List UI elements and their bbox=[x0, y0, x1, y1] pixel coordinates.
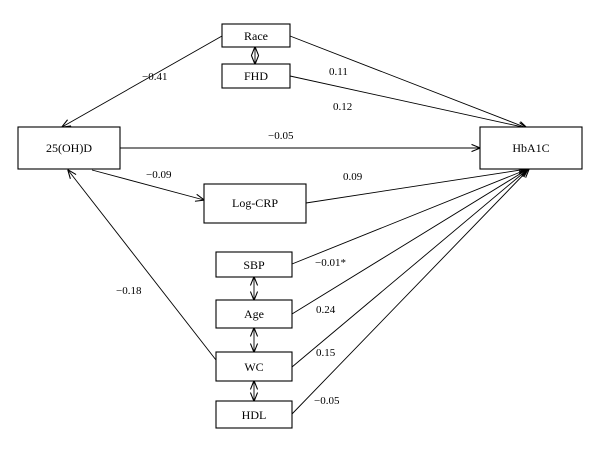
path-age-to-hba1c bbox=[291, 169, 528, 315]
node-vitd-label: 25(OH)D bbox=[46, 141, 92, 155]
coef-hdl-hba1c: −0.05 bbox=[314, 395, 340, 407]
coef-sbp-hba1c: −0.01* bbox=[315, 257, 346, 269]
coef-wc-vitd: −0.18 bbox=[116, 285, 142, 297]
node-wc: WC bbox=[215, 351, 293, 382]
path-race-to-vitd bbox=[62, 35, 223, 127]
path-wc-to-hba1c bbox=[291, 169, 528, 368]
coef-vitd-hba1c: −0.05 bbox=[268, 130, 294, 142]
node-hdl-label: HDL bbox=[242, 408, 267, 422]
path-race-to-hba1c bbox=[289, 35, 527, 128]
path-wc-to-vitd bbox=[68, 170, 217, 361]
coef-wc-hba1c: 0.15 bbox=[316, 347, 336, 359]
coef-vitd-logcrp: −0.09 bbox=[146, 169, 172, 181]
node-age-label: Age bbox=[244, 307, 264, 321]
node-logcrp-label: Log-CRP bbox=[232, 196, 278, 210]
path-vitd-to-logcrp bbox=[91, 169, 204, 200]
node-sbp-label: SBP bbox=[243, 258, 265, 272]
node-race: Race bbox=[221, 23, 291, 48]
node-fhd: FHD bbox=[221, 63, 291, 89]
node-age: Age bbox=[215, 299, 293, 329]
path-logcrp-to-hba1c bbox=[305, 169, 527, 204]
coef-logcrp-hba1c: 0.09 bbox=[343, 171, 363, 183]
node-logcrp: Log-CRP bbox=[203, 183, 307, 224]
coef-race-hba1c: 0.11 bbox=[329, 66, 348, 78]
coef-fhd-hba1c: 0.12 bbox=[333, 101, 352, 113]
node-hdl: HDL bbox=[215, 400, 293, 429]
node-fhd-label: FHD bbox=[244, 69, 268, 83]
node-vitd: 25(OH)D bbox=[17, 126, 121, 170]
coef-age-hba1c: 0.24 bbox=[316, 304, 336, 316]
coef-race-vitd: −0.41 bbox=[142, 71, 167, 83]
node-sbp: SBP bbox=[215, 251, 293, 278]
node-race-label: Race bbox=[244, 29, 268, 43]
path-hdl-to-hba1c bbox=[291, 169, 529, 415]
node-wc-label: WC bbox=[244, 360, 263, 374]
path-fhd-to-hba1c bbox=[289, 75, 527, 128]
node-hba1c: HbA1C bbox=[479, 126, 583, 170]
path-sbp-to-hba1c bbox=[291, 169, 528, 265]
node-hba1c-label: HbA1C bbox=[512, 141, 549, 155]
